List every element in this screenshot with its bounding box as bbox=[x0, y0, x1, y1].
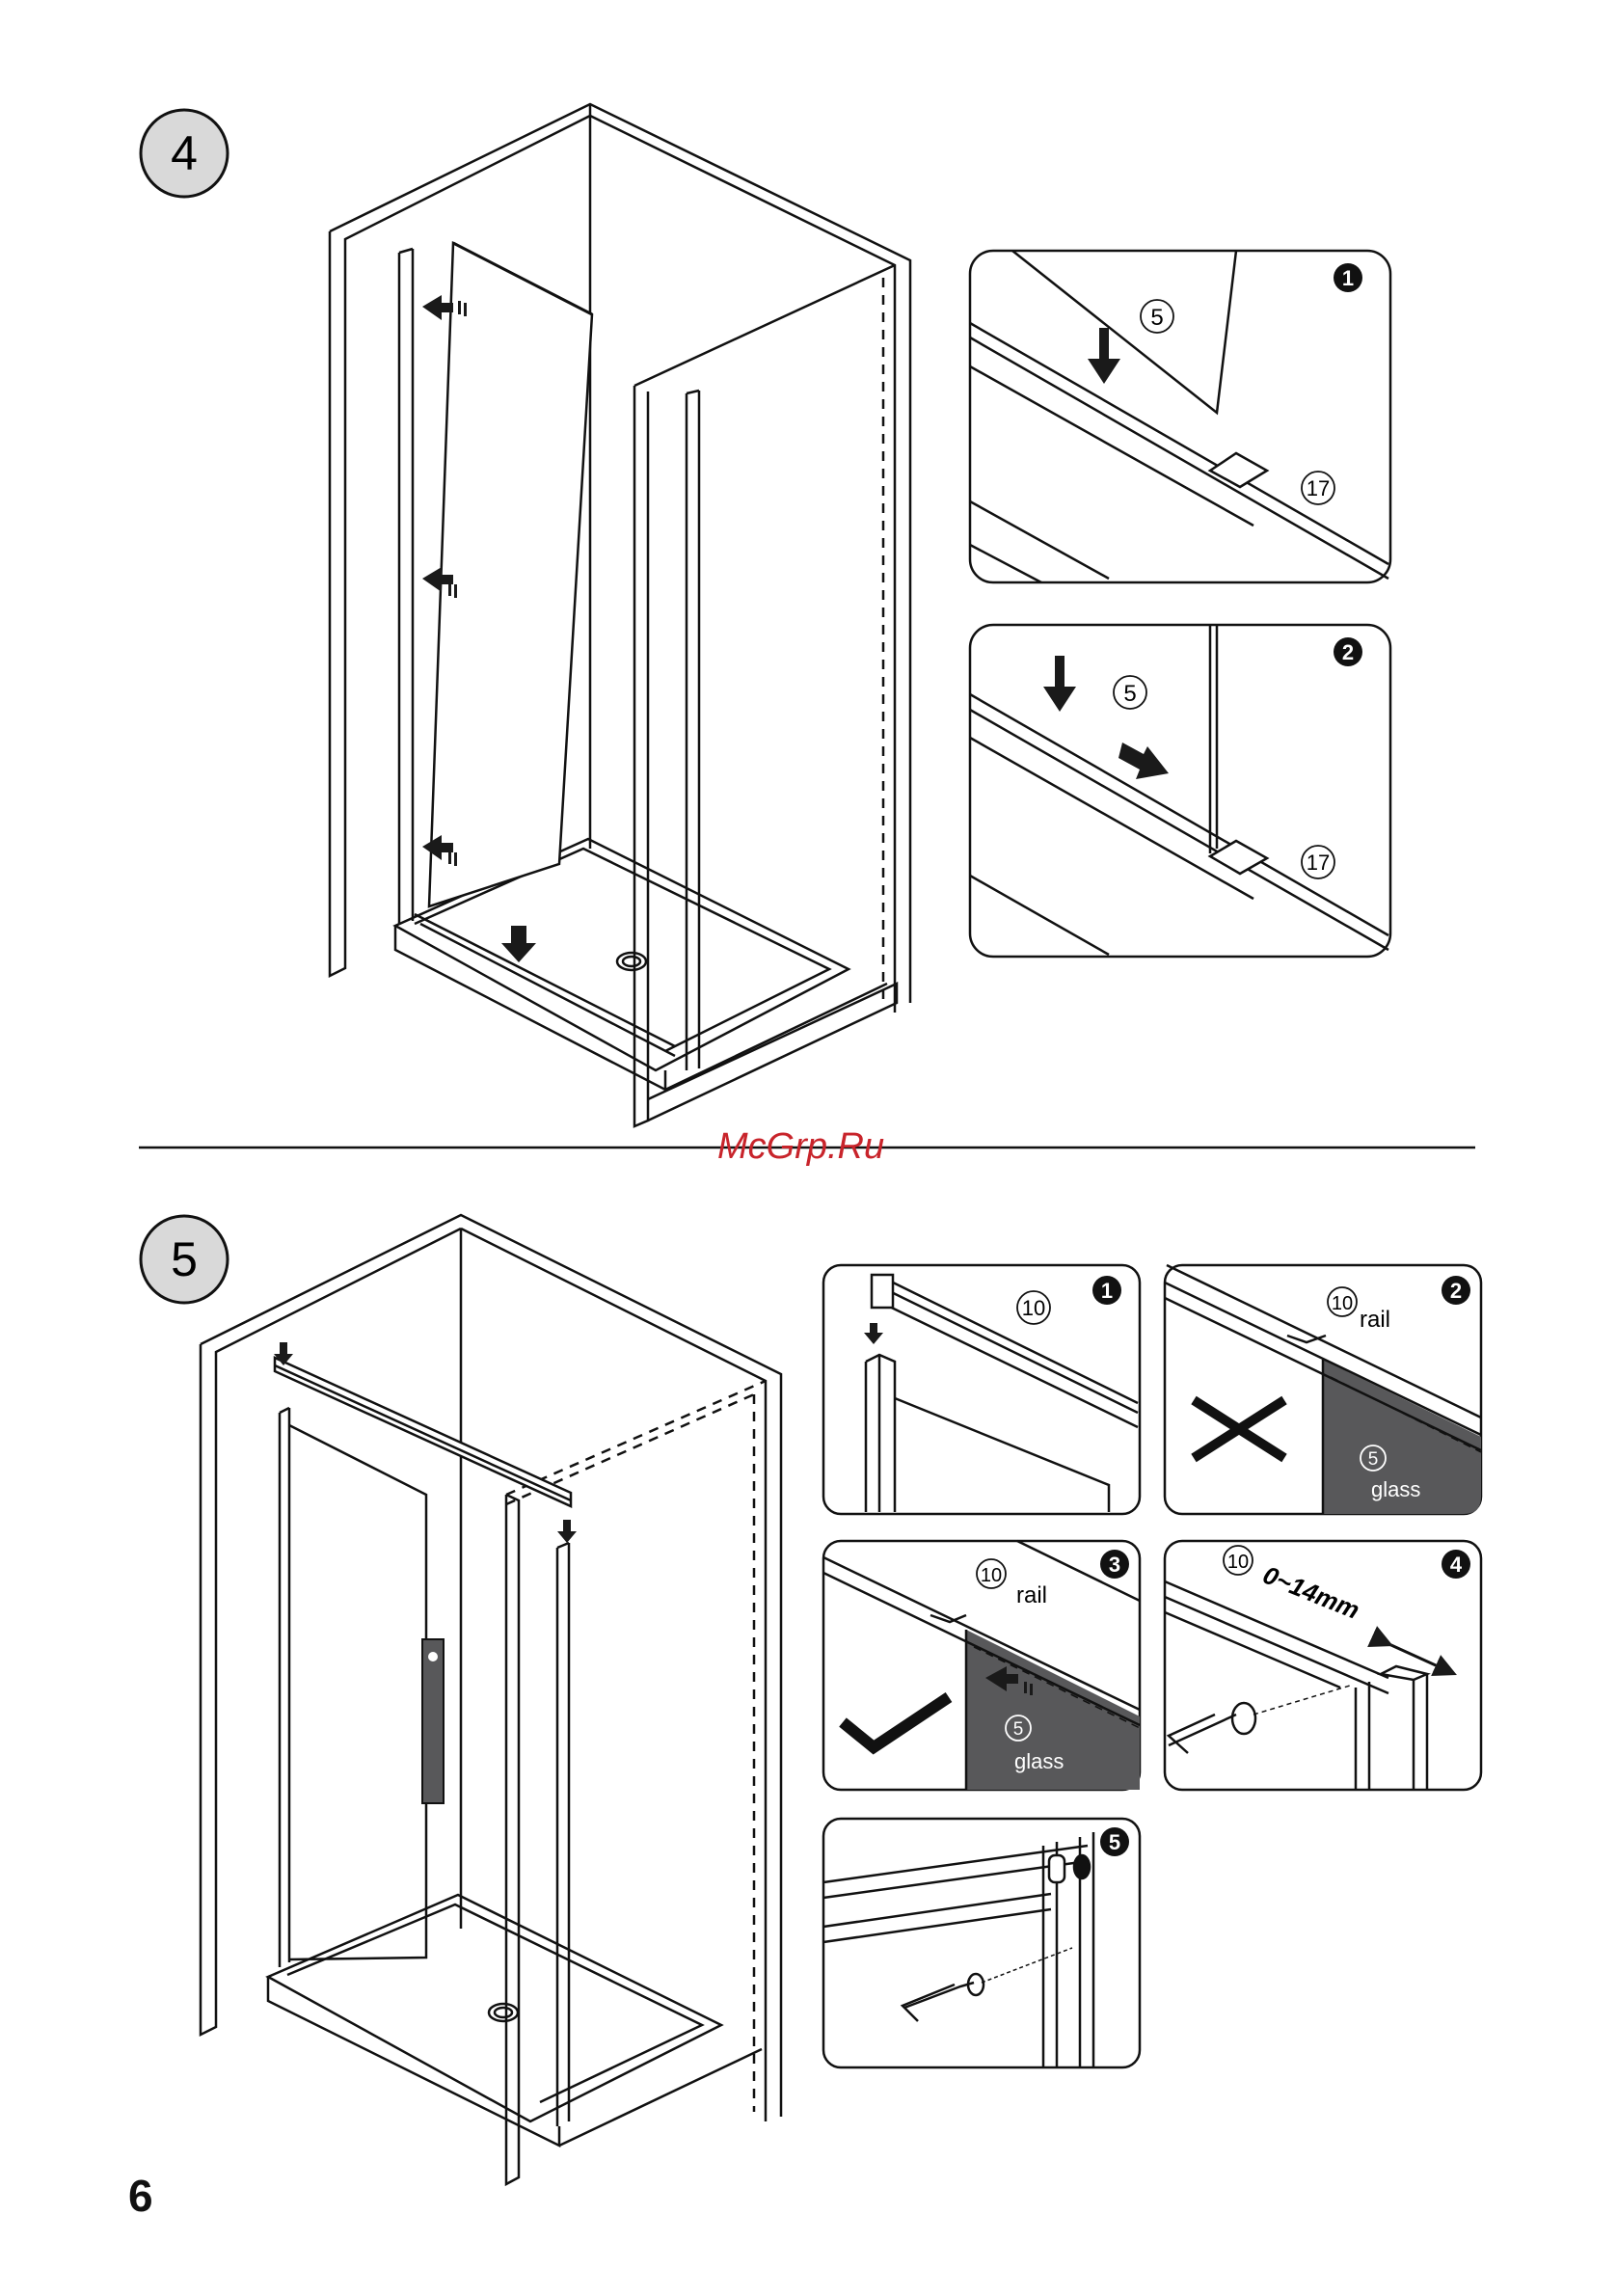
svg-text:4: 4 bbox=[1450, 1553, 1463, 1577]
svg-text:glass: glass bbox=[1014, 1749, 1064, 1773]
svg-text:5: 5 bbox=[1123, 681, 1136, 707]
svg-text:glass: glass bbox=[1371, 1477, 1420, 1501]
step-5-detail-4: 4 10 0~14mm bbox=[1165, 1541, 1481, 1790]
svg-text:5: 5 bbox=[1368, 1449, 1379, 1470]
step-4-detail-2: 2 5 17 bbox=[970, 625, 1390, 957]
step-5-detail-5: 5 bbox=[823, 1819, 1140, 2067]
step-5-handle bbox=[422, 1639, 444, 1803]
step-4-badge: 4 bbox=[141, 110, 228, 197]
svg-text:rail: rail bbox=[1016, 1582, 1047, 1608]
svg-text:4: 4 bbox=[171, 126, 198, 180]
svg-text:10: 10 bbox=[1332, 1293, 1353, 1314]
svg-text:10: 10 bbox=[1022, 1296, 1045, 1320]
svg-text:rail: rail bbox=[1360, 1307, 1390, 1333]
page-number: 6 bbox=[128, 2170, 153, 2222]
svg-text:5: 5 bbox=[1150, 305, 1163, 331]
svg-text:3: 3 bbox=[1109, 1553, 1120, 1577]
svg-text:5: 5 bbox=[171, 1232, 198, 1286]
step-5-detail-1: 1 10 bbox=[823, 1265, 1140, 1514]
svg-text:2: 2 bbox=[1450, 1279, 1462, 1303]
svg-text:5: 5 bbox=[1013, 1719, 1024, 1740]
svg-text:10: 10 bbox=[1227, 1552, 1249, 1573]
svg-text:1: 1 bbox=[1342, 266, 1354, 290]
step-4-detail-1: 1 5 17 bbox=[970, 251, 1390, 582]
svg-text:17: 17 bbox=[1307, 476, 1330, 500]
step-5-detail-3: 3 10 rail 5 glass bbox=[823, 1541, 1140, 1790]
svg-text:5: 5 bbox=[1109, 1830, 1120, 1854]
step-5-detail-2: 2 10 rail 5 glass bbox=[1165, 1265, 1481, 1514]
step-4-main-illustration bbox=[330, 104, 910, 1126]
svg-text:2: 2 bbox=[1342, 640, 1354, 664]
svg-text:1: 1 bbox=[1101, 1279, 1113, 1303]
step-5-badge: 5 bbox=[141, 1216, 228, 1303]
svg-text:10: 10 bbox=[981, 1565, 1002, 1586]
svg-text:17: 17 bbox=[1307, 851, 1330, 875]
watermark: McGrp.Ru bbox=[717, 1126, 884, 1168]
